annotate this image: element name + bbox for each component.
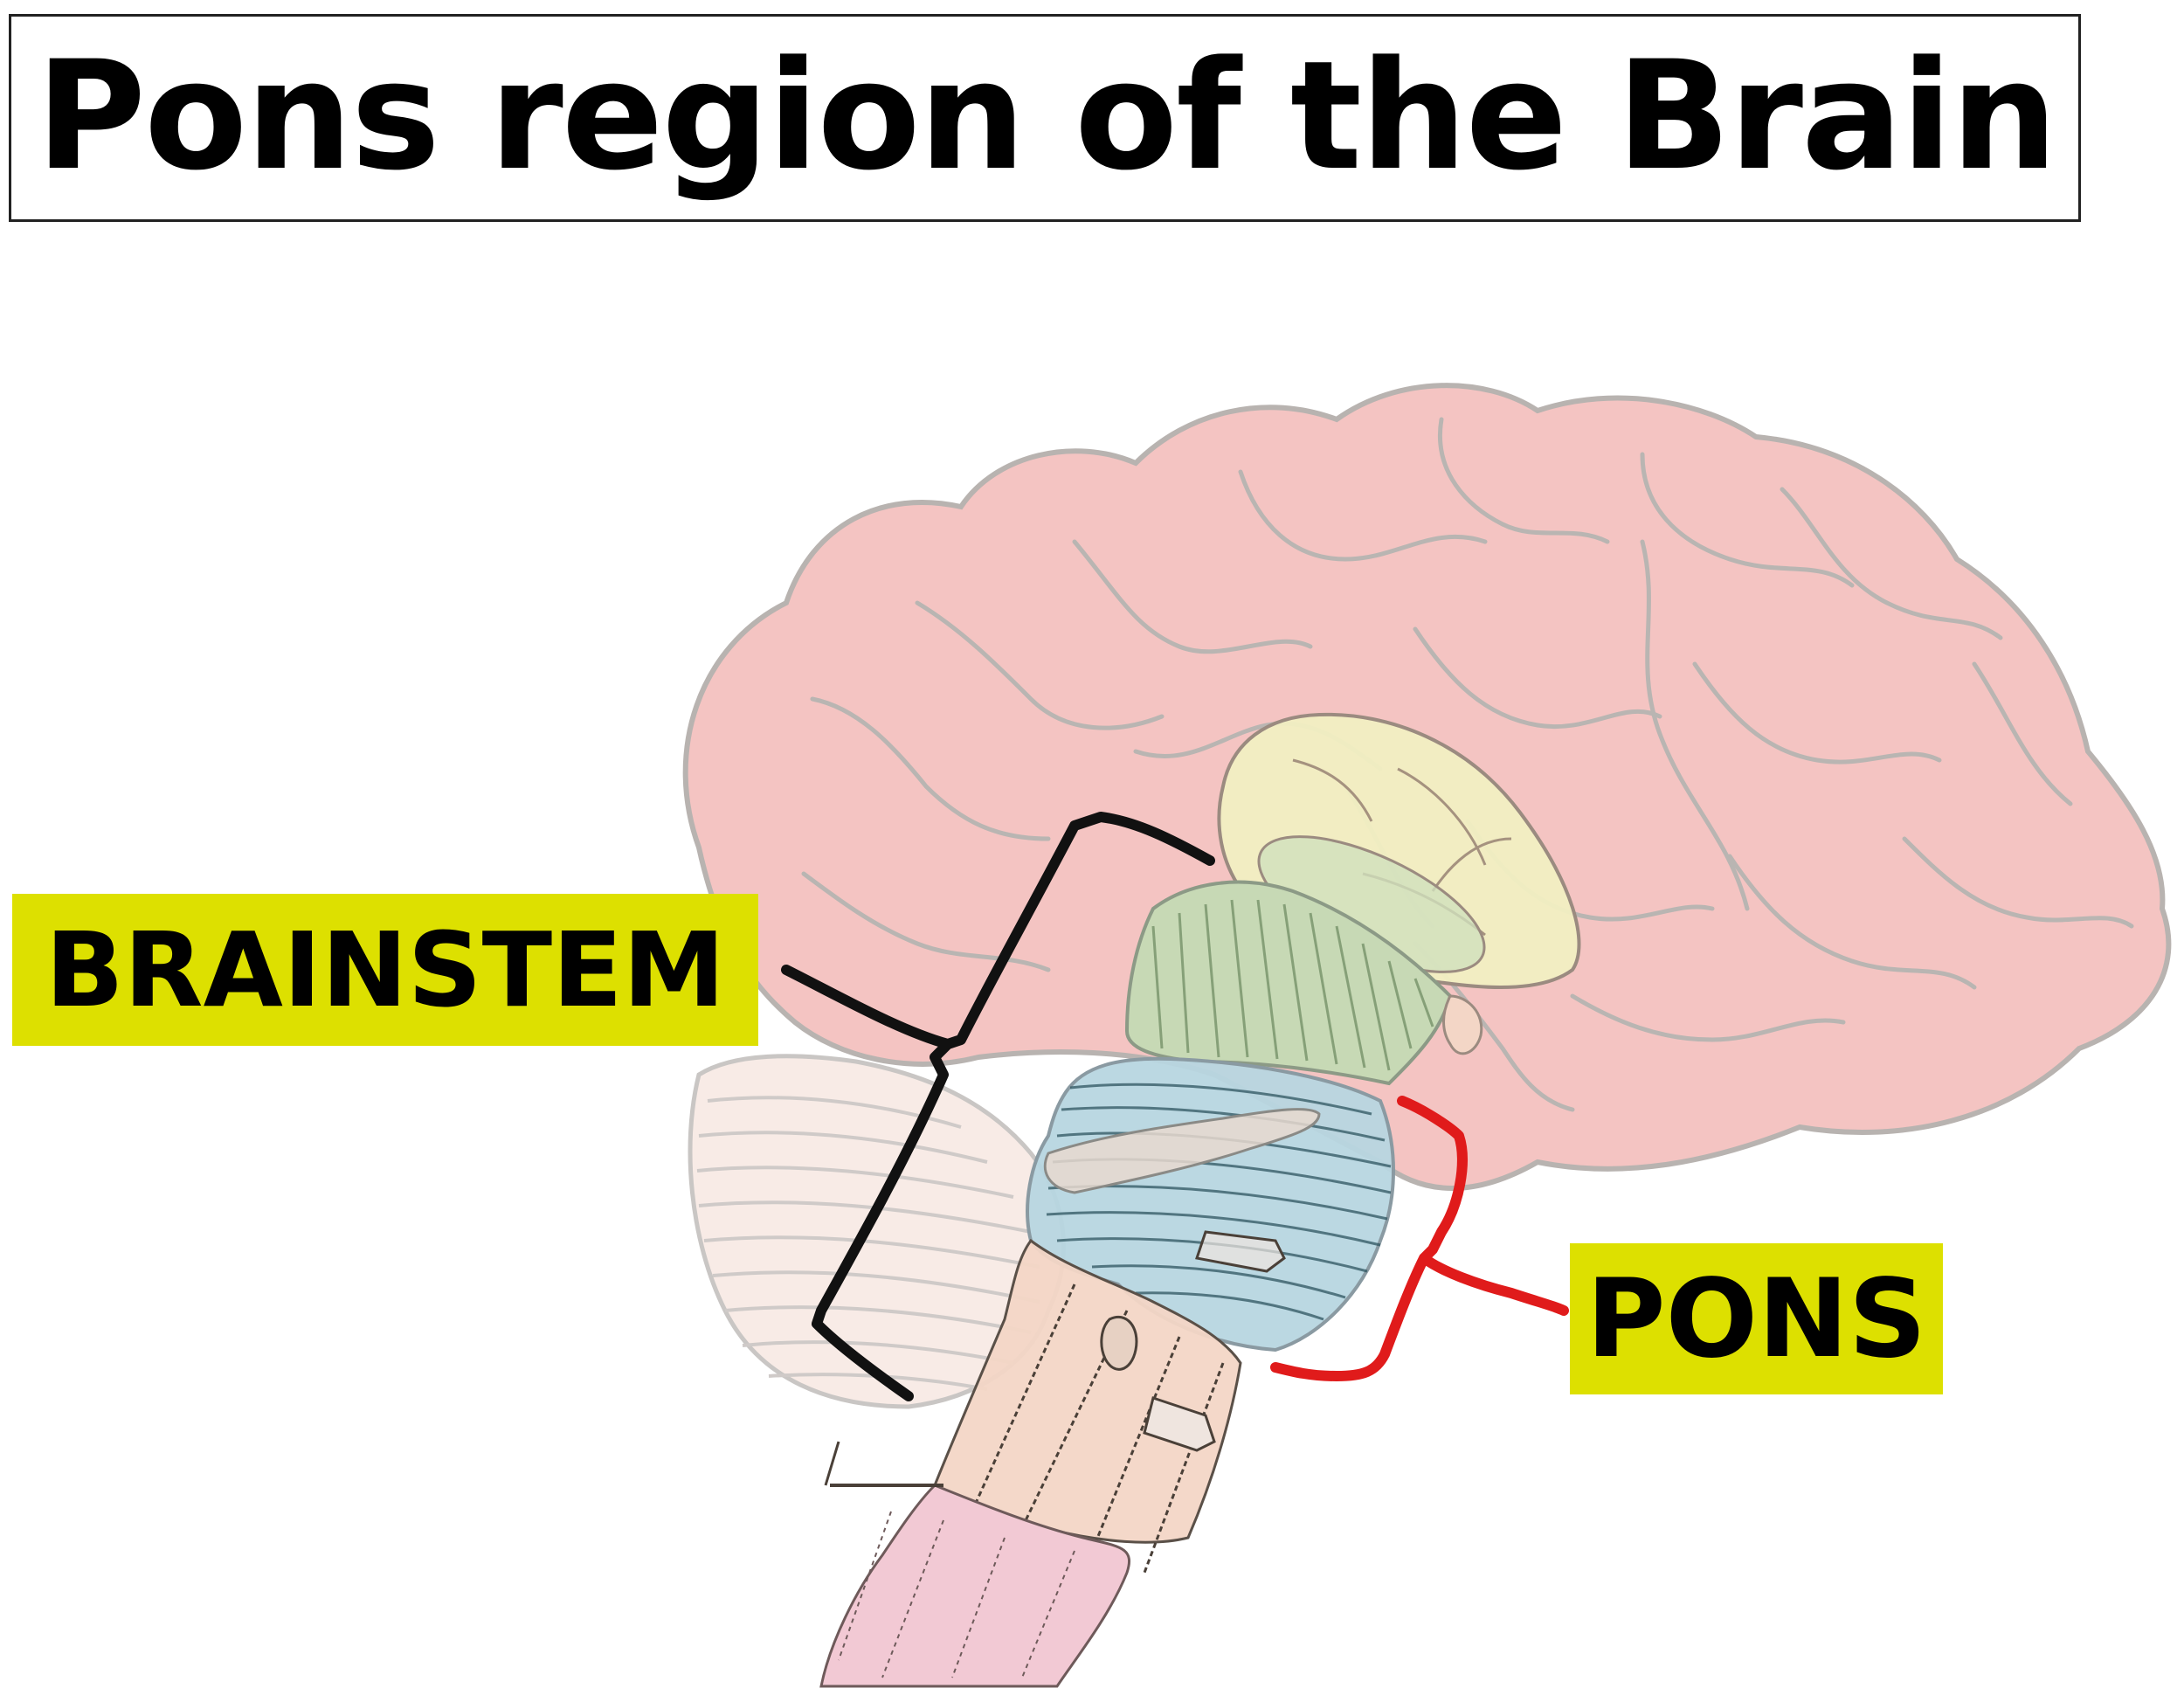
diagram-title: Pons region of the Brain [36, 28, 2057, 204]
pituitary [1442, 994, 1483, 1055]
brainstem-bracket [781, 812, 1215, 1401]
cerebellar-peduncle [1043, 1108, 1321, 1194]
title-box: Pons region of the Brain [9, 14, 2081, 222]
gyri-lines [801, 417, 2134, 1112]
midbrain-striations [1151, 899, 1434, 1071]
cranial-nerve-root [1143, 1396, 1216, 1452]
spinal-nerve-root-2 [824, 1441, 840, 1486]
brainstem-label: BRAINSTEM [12, 894, 758, 1046]
olive [1100, 1316, 1138, 1371]
cranial-nerve-root-2 [1195, 1230, 1286, 1273]
pons-bracket [1270, 1096, 1569, 1381]
pons-label: PONS [1570, 1243, 1943, 1394]
spinal-cord-lines [838, 1511, 1075, 1678]
